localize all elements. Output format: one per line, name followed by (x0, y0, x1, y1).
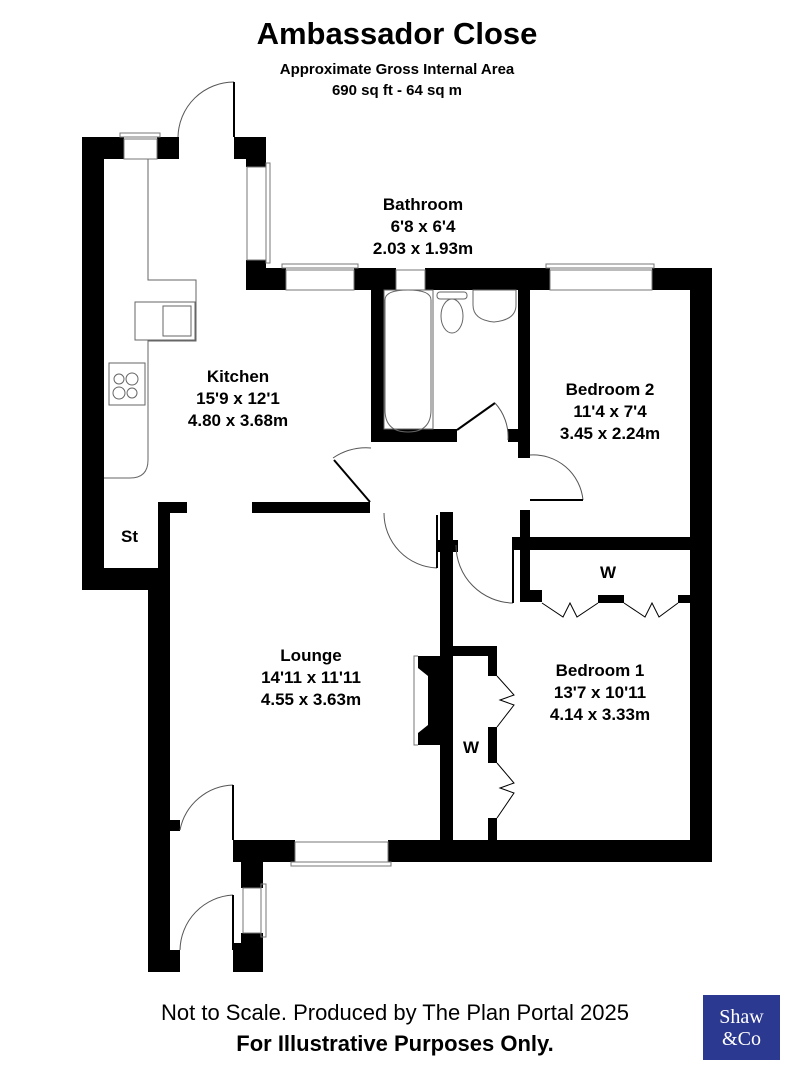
room-metric: 4.14 x 3.33m (549, 705, 651, 724)
room-metric: 4.55 x 3.63m (260, 690, 362, 709)
room-bedroom-1: Bedroom 1 13'7 x 10'11 4.14 x 3.33m (530, 660, 670, 726)
room-metric: 2.03 x 1.93m (372, 239, 474, 258)
room-imperial: 11'4 x 7'4 (573, 402, 647, 421)
room-bedroom-2: Bedroom 2 11'4 x 7'4 3.45 x 2.24m (540, 379, 680, 445)
room-imperial: 6'8 x 6'4 (390, 217, 456, 236)
wardrobe-label-bedroom-1: W (463, 738, 480, 757)
bath-icon (384, 289, 432, 433)
room-name: Bedroom 1 (555, 661, 645, 680)
area-value: 690 sq ft - 64 sq m (331, 82, 463, 99)
room-bathroom: Bathroom 6'8 x 6'4 2.03 x 1.93m (350, 194, 496, 260)
walls (82, 137, 712, 972)
toilet-icon (440, 298, 464, 334)
area-subtitle: Approximate Gross Internal Area (279, 61, 515, 78)
shaw-co-logo: Shaw &Co (703, 995, 780, 1060)
fixtures (104, 159, 517, 479)
room-imperial: 13'7 x 10'11 (553, 683, 647, 702)
door-swings (177, 81, 679, 951)
room-name: Kitchen (206, 367, 270, 386)
sink-unit (134, 301, 196, 341)
storage-label: St (121, 527, 138, 546)
disclaimer-text: Not to Scale. Produced by The Plan Porta… (161, 1000, 629, 1025)
illustrative-notice: For Illustrative Purposes Only. (236, 1031, 554, 1056)
room-name: Bathroom (382, 195, 464, 214)
plan-title: Ambassador Close (256, 16, 538, 51)
room-metric: 3.45 x 2.24m (559, 424, 661, 443)
room-metric: 4.80 x 3.68m (187, 411, 289, 430)
room-kitchen: Kitchen 15'9 x 12'1 4.80 x 3.68m (170, 366, 306, 432)
room-lounge: Lounge 14'11 x 11'11 4.55 x 3.63m (236, 645, 386, 711)
hob-icon (108, 362, 146, 406)
logo-line-2: &Co (722, 1027, 761, 1050)
wardrobe-label-top: W (600, 563, 617, 582)
logo-line-1: Shaw (719, 1005, 764, 1028)
room-name: Lounge (280, 646, 342, 665)
room-name: Bedroom 2 (565, 380, 655, 399)
room-imperial: 15'9 x 12'1 (196, 389, 280, 408)
basin-icon (472, 289, 517, 323)
room-imperial: 14'11 x 11'11 (261, 668, 361, 687)
windows (119, 132, 655, 938)
